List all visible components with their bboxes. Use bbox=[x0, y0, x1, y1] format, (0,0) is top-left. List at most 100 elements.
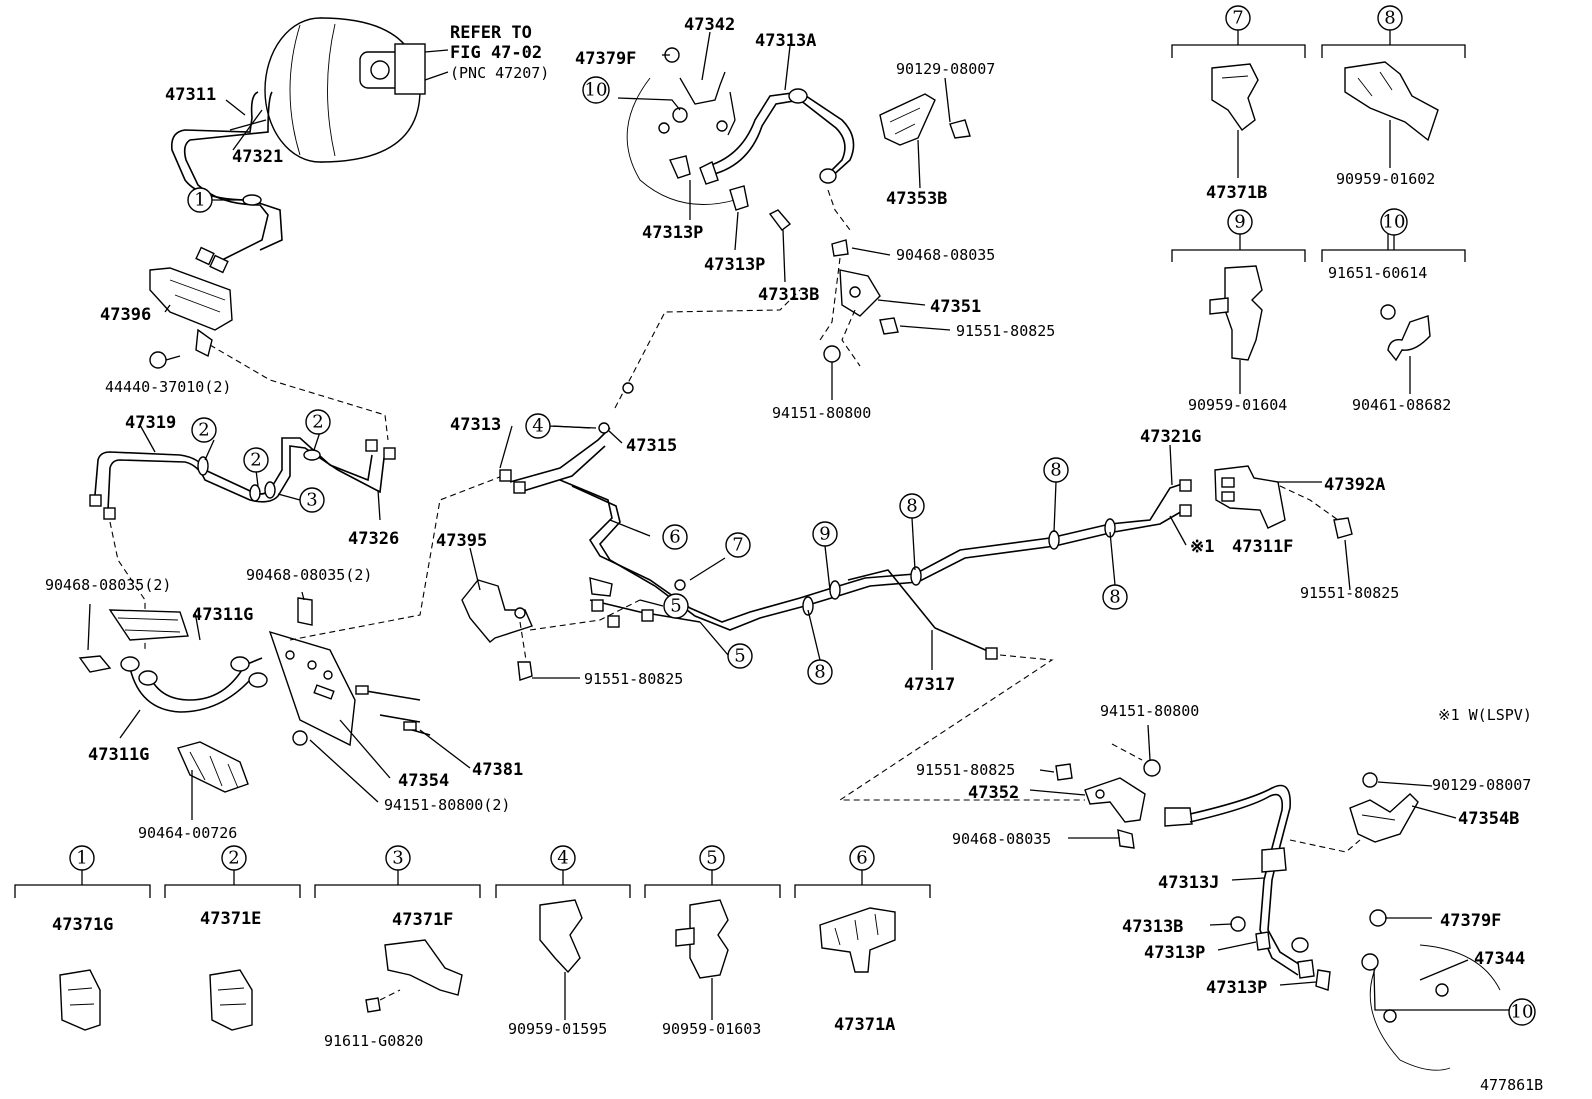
svg-text:4: 4 bbox=[557, 848, 568, 869]
label-90959-01602: 90959-01602 bbox=[1336, 170, 1435, 188]
label-47371g: 47371G bbox=[52, 915, 113, 935]
label-47311: 47311 bbox=[165, 85, 216, 105]
label-47313p-br2: 47313P bbox=[1206, 978, 1267, 998]
label-90959-01603: 90959-01603 bbox=[662, 1020, 761, 1038]
brake-booster-group bbox=[170, 17, 449, 274]
label-91551-br: 91551-80825 bbox=[916, 761, 1015, 779]
flex-hose-47311g bbox=[78, 474, 506, 747]
svg-text:3: 3 bbox=[306, 490, 317, 511]
label-47319: 47319 bbox=[125, 413, 176, 433]
bracket-47353b bbox=[879, 93, 971, 146]
label-91551-right: 91551-80825 bbox=[1300, 584, 1399, 602]
label-47313p-br1: 47313P bbox=[1144, 943, 1205, 963]
label-91651: 91651-60614 bbox=[1328, 264, 1427, 282]
booster-lower-47344 bbox=[1361, 909, 1501, 1071]
svg-text:2: 2 bbox=[312, 412, 323, 433]
svg-text:9: 9 bbox=[1234, 212, 1245, 233]
label-90468-2b: 90468-08035(2) bbox=[246, 566, 372, 584]
label-47326: 47326 bbox=[348, 529, 399, 549]
svg-text:FIG 47-02: FIG 47-02 bbox=[450, 43, 542, 63]
label-47313b-br: 47313B bbox=[1122, 917, 1183, 937]
label-90464: 90464-00726 bbox=[138, 824, 237, 842]
label-47313p-b: 47313P bbox=[704, 255, 765, 275]
svg-text:8: 8 bbox=[814, 662, 825, 683]
svg-text:2: 2 bbox=[228, 848, 239, 869]
main-rear-brake-line bbox=[499, 289, 1192, 801]
label-47321g: 47321G bbox=[1140, 427, 1201, 447]
label-90129-top: 90129-08007 bbox=[896, 60, 995, 78]
callout-circles: 1 2 2 2 3 4 6 7 5 5 9 8 8 8 8 10 7 8 9 1… bbox=[69, 5, 1536, 1026]
label-47371a: 47371A bbox=[834, 1015, 895, 1035]
label-note-lspv: ※1 W(LSPV) bbox=[1438, 706, 1532, 724]
label-47379f-br: 47379F bbox=[1440, 911, 1501, 931]
label-44440: 44440-37010(2) bbox=[105, 378, 231, 396]
label-91551-mid: 91551-80825 bbox=[584, 670, 683, 688]
label-90468-br: 90468-08035 bbox=[952, 830, 1051, 848]
svg-text:1: 1 bbox=[76, 848, 87, 869]
drawing-id: 477861B bbox=[1480, 1076, 1543, 1094]
label-90461: 90461-08682 bbox=[1352, 396, 1451, 414]
label-47396: 47396 bbox=[100, 305, 151, 325]
label-note-mark: ※1 bbox=[1190, 537, 1214, 557]
label-94151-2: 94151-80800(2) bbox=[384, 796, 510, 814]
clamp-90464 bbox=[177, 741, 249, 793]
label-90959-01604: 90959-01604 bbox=[1188, 396, 1287, 414]
label-90468-top: 90468-08035 bbox=[896, 246, 995, 264]
label-47353b: 47353B bbox=[886, 189, 947, 209]
label-91611: 91611-G0820 bbox=[324, 1032, 423, 1050]
label-47342: 47342 bbox=[684, 15, 735, 35]
label-47313p-a: 47313P bbox=[642, 223, 703, 243]
svg-text:(PNC 47207): (PNC 47207) bbox=[450, 64, 549, 82]
label-47371b: 47371B bbox=[1206, 183, 1267, 203]
label-47344: 47344 bbox=[1474, 949, 1525, 969]
svg-text:10: 10 bbox=[1383, 212, 1406, 233]
label-90129-br: 90129-08007 bbox=[1432, 776, 1531, 794]
label-47352: 47352 bbox=[968, 783, 1019, 803]
svg-text:5: 5 bbox=[706, 848, 717, 869]
label-90959-01595: 90959-01595 bbox=[508, 1020, 607, 1038]
note-refer-to: REFER TO bbox=[450, 23, 532, 43]
bracket-47392a bbox=[1214, 465, 1353, 539]
svg-text:8: 8 bbox=[1384, 8, 1395, 29]
label-47313a: 47313A bbox=[755, 31, 816, 51]
part-labels: REFER TO FIG 47-02 (PNC 47207) 47311 473… bbox=[45, 15, 1543, 1094]
svg-text:2: 2 bbox=[198, 420, 209, 441]
label-94151-br: 94151-80800 bbox=[1100, 702, 1199, 720]
leader-lines bbox=[87, 31, 1510, 1011]
label-47315: 47315 bbox=[626, 436, 677, 456]
bracket-47395 bbox=[461, 579, 641, 681]
booster-right-group bbox=[626, 47, 855, 231]
label-47379f-top: 47379F bbox=[575, 49, 636, 69]
label-47311g-top: 47311G bbox=[192, 605, 253, 625]
svg-text:6: 6 bbox=[856, 848, 867, 869]
label-47354b: 47354B bbox=[1458, 809, 1519, 829]
bracket-47351 bbox=[819, 239, 899, 367]
svg-text:5: 5 bbox=[670, 596, 681, 617]
front-right-flex-hose bbox=[1055, 743, 1361, 991]
label-91551-top: 91551-80825 bbox=[956, 322, 1055, 340]
label-47354: 47354 bbox=[398, 771, 449, 791]
label-47317: 47317 bbox=[904, 675, 955, 695]
bracket-47396 bbox=[149, 267, 389, 441]
svg-text:8: 8 bbox=[1109, 587, 1120, 608]
label-47395: 47395 bbox=[436, 531, 487, 551]
label-47311g-bottom: 47311G bbox=[88, 745, 149, 765]
svg-text:4: 4 bbox=[532, 416, 543, 437]
clamp-detail-brackets-bottom bbox=[14, 868, 931, 1031]
svg-text:5: 5 bbox=[734, 646, 745, 667]
label-47371f: 47371F bbox=[392, 910, 453, 930]
svg-text:10: 10 bbox=[585, 80, 608, 101]
svg-text:3: 3 bbox=[392, 848, 403, 869]
label-47313j: 47313J bbox=[1158, 873, 1219, 893]
clamp-detail-brackets-top bbox=[1171, 30, 1466, 394]
label-47381: 47381 bbox=[472, 760, 523, 780]
svg-text:1: 1 bbox=[194, 190, 205, 211]
svg-text:8: 8 bbox=[906, 496, 917, 517]
label-94151-top: 94151-80800 bbox=[772, 404, 871, 422]
svg-text:2: 2 bbox=[250, 450, 261, 471]
label-47321: 47321 bbox=[232, 147, 283, 167]
label-47371e: 47371E bbox=[200, 909, 261, 929]
svg-text:7: 7 bbox=[732, 535, 743, 556]
svg-text:8: 8 bbox=[1050, 460, 1061, 481]
